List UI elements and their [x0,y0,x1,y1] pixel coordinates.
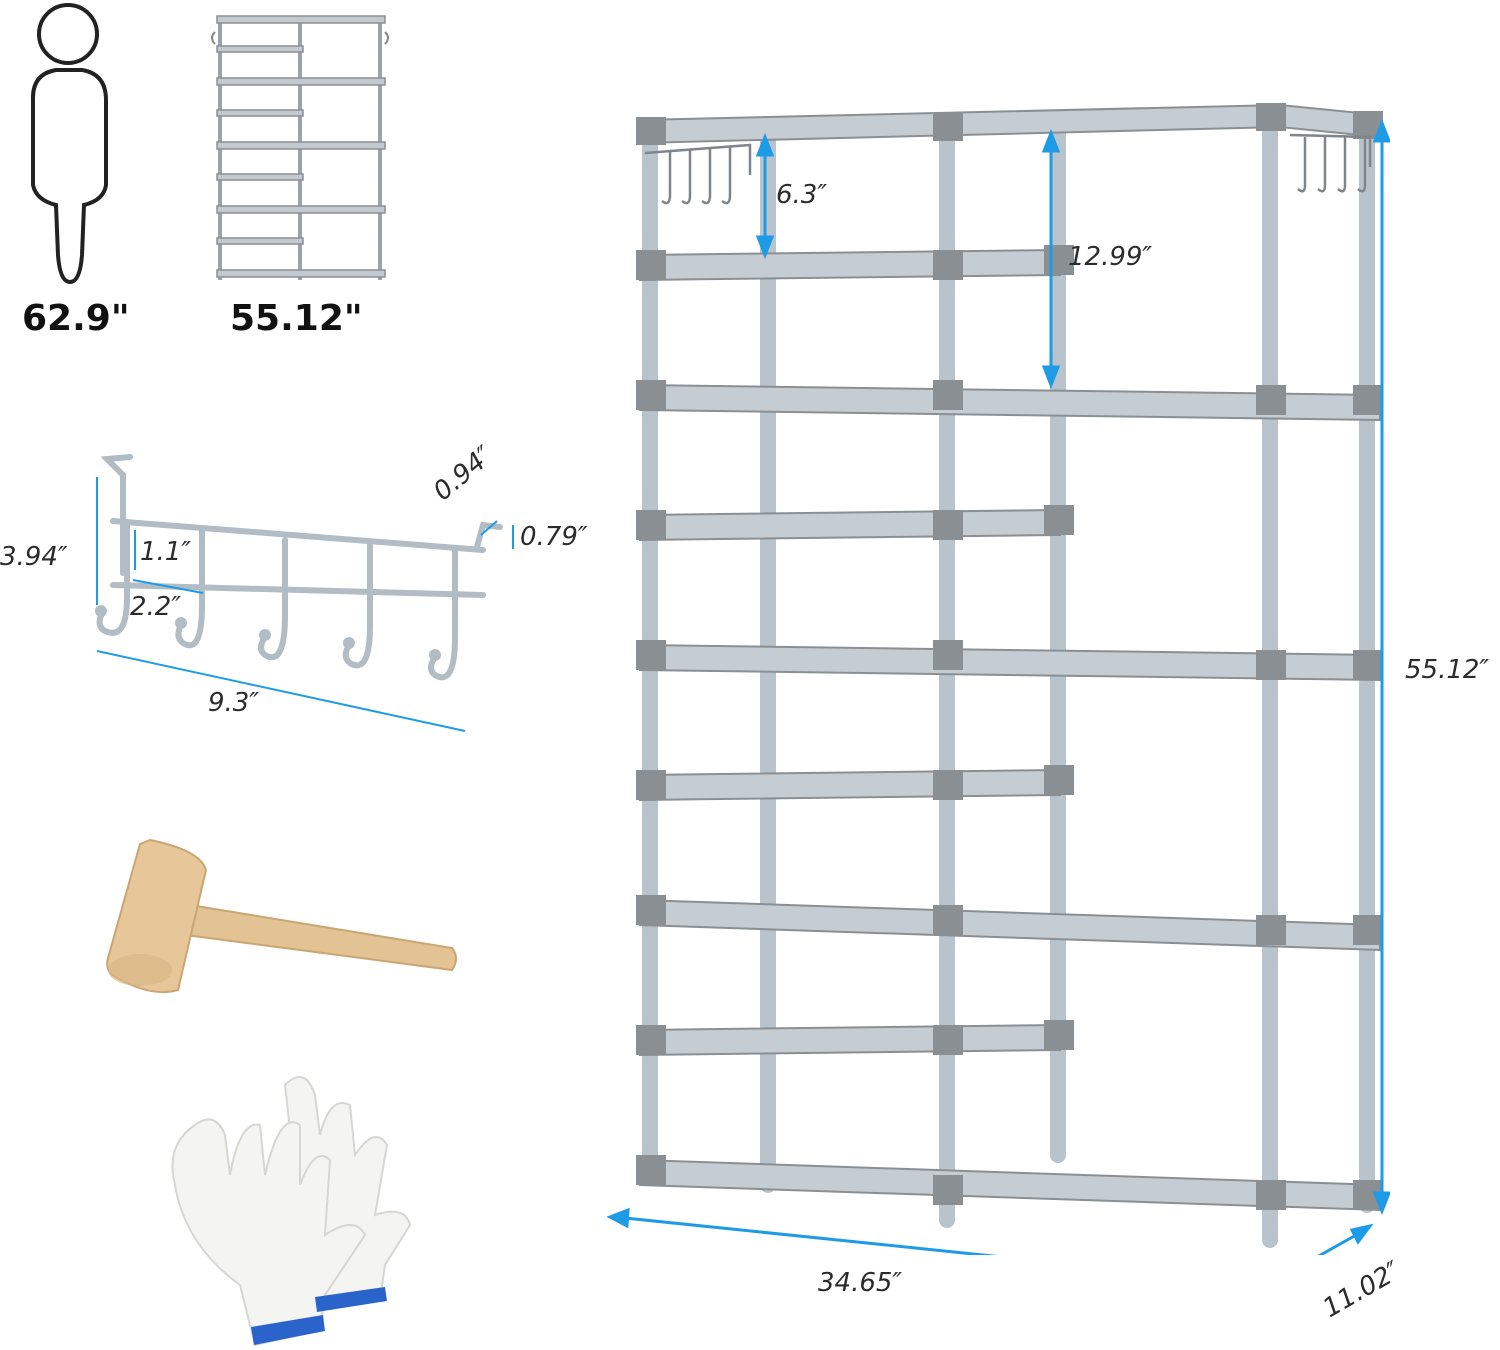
top-gap-label: 6.3″ [776,180,828,210]
gloves-icon [171,1076,412,1347]
hook-inner-height-label: 1.1″ [140,537,192,567]
rack-height-dimension-label: 55.12″ [1405,655,1490,685]
rack-depth-label: 11.02″ [1318,1255,1406,1324]
hook-height-label: 3.94″ [0,542,68,572]
hook-spacing-label: 2.2″ [130,592,182,622]
rack-height-label: 55.12" [230,298,363,339]
mallet-icon [106,838,457,994]
person-height-label: 62.9" [22,298,130,339]
door-hook-image [95,454,514,732]
shelf-gap-label: 12.99″ [1068,242,1153,272]
person-silhouette-icon [30,3,108,285]
rack-width-label: 34.65″ [818,1268,903,1298]
rack-thumbnail-image [211,15,389,280]
shoe-rack-image [606,103,1390,1255]
hook-clip-depth-label: 0.79″ [520,522,588,552]
hook-length-label: 9.3″ [208,688,260,718]
